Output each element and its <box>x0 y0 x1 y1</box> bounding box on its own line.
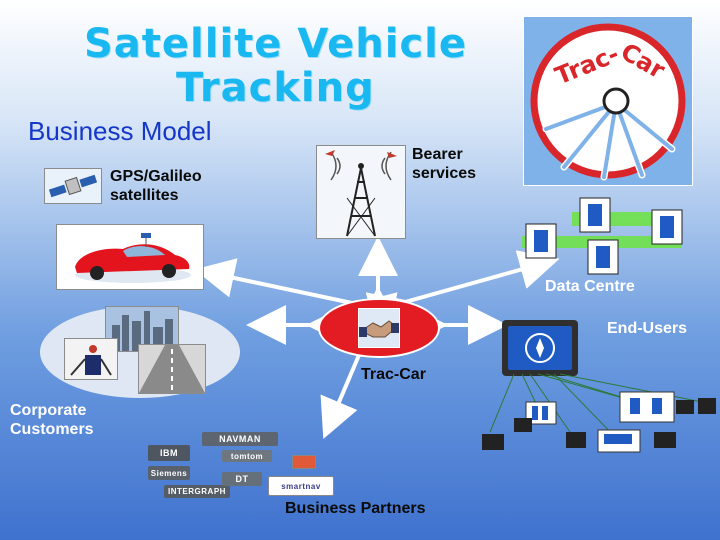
compass-icon <box>525 333 555 363</box>
satellites-label: GPS/Galileo satellites <box>110 168 202 204</box>
radio-tower-icon <box>325 150 397 237</box>
partner-logo-siemens: Siemens <box>148 466 190 480</box>
satellite-image <box>44 168 102 204</box>
handshake-icon <box>358 308 400 348</box>
corporate-label: Corporate Customers <box>10 402 94 438</box>
hub-label: Trac-Car <box>361 366 426 383</box>
freight-image <box>64 338 118 380</box>
partner-logo-smartnav: smartnav <box>268 476 334 496</box>
arrow-to-data-centre <box>365 250 560 331</box>
slide-subtitle: Business Model <box>28 116 212 146</box>
partner-logo-red <box>292 455 316 469</box>
partner-logo-ibm: IBM <box>148 445 190 461</box>
highway-image <box>138 344 206 394</box>
satellite-icon <box>45 169 101 203</box>
device-screen <box>508 326 572 370</box>
logo-hub-circle <box>602 87 630 115</box>
partners-label: Business Partners <box>285 500 426 517</box>
navigation-device <box>502 320 578 376</box>
truck-icon <box>65 339 117 379</box>
servers-icon <box>522 197 683 275</box>
trac-car-hub <box>318 298 440 358</box>
arrow-to-satellites <box>194 258 398 332</box>
trac-car-logo: Trac- Car <box>523 16 693 186</box>
end-users-label: End-Users <box>607 320 688 337</box>
slide-title-line2: Tracking <box>176 65 375 111</box>
end-users-network <box>482 373 716 453</box>
slide-title-line1: Satellite Vehicle <box>84 21 467 67</box>
trac-car-logo-graphic <box>530 23 686 181</box>
bearer-label: Bearer services <box>412 146 477 182</box>
vehicle-image <box>56 224 204 290</box>
road-icon <box>139 345 205 393</box>
data-centre-label: Data Centre <box>545 278 635 295</box>
partner-logo-tomtom: tomtom <box>222 450 272 462</box>
arrow-to-partners <box>320 314 392 440</box>
car-icon <box>75 233 191 283</box>
tower-image <box>316 145 406 239</box>
data-centre-cluster <box>512 196 700 278</box>
partner-logo-intergraph: INTERGRAPH <box>164 485 230 498</box>
partner-logo-dt: DT <box>222 472 262 486</box>
partner-logo-navman: NAVMAN <box>202 432 278 446</box>
